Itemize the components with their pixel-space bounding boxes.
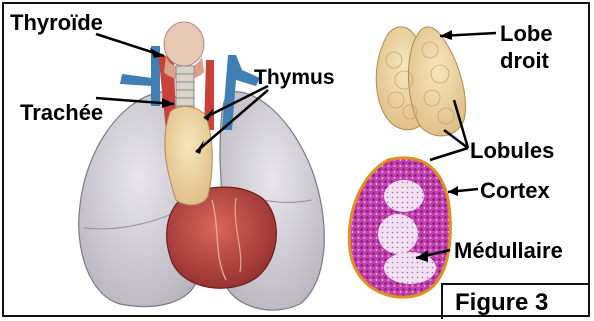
outer-border (2, 2, 590, 317)
